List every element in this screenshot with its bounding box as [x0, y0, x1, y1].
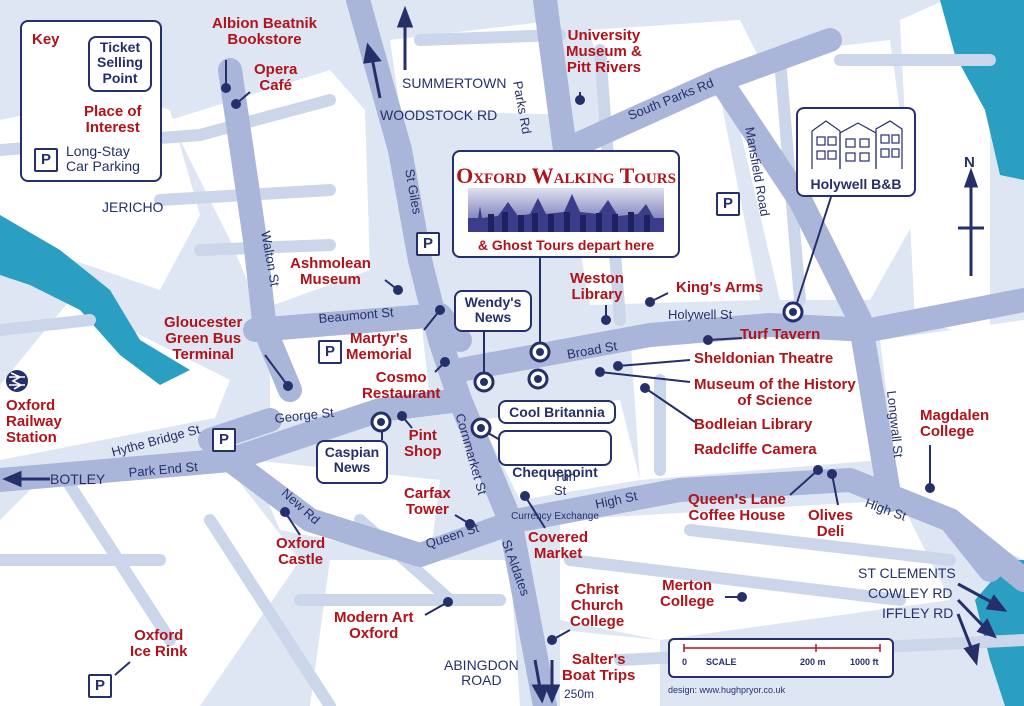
scale-1000ft: 1000 ft	[850, 657, 879, 667]
parking-icon-mansfield: P	[716, 192, 740, 216]
poi-opera-cafe: Opera Café	[254, 61, 298, 94]
parking-icon-ice-rink: P	[88, 674, 112, 698]
scale-200m: 200 m	[800, 657, 826, 667]
label-botley: BOTLEY	[50, 471, 106, 487]
tours-title: Oxford Walking Tours	[456, 163, 676, 188]
poi-oxford-castle: Oxford Castle	[276, 535, 326, 568]
poi-museum-history-science: Museum of the History of Science	[694, 376, 856, 409]
ticket-points	[370, 301, 804, 439]
scale-label: SCALE	[706, 657, 737, 667]
holywell-label: Holywell B&B	[810, 176, 902, 192]
poi-albion-beatnik: Albion Beatnik Bookstore	[212, 15, 318, 48]
poi-university-museum: University Museum & Pitt Rivers	[566, 27, 642, 76]
poi-cosmo-restaurant: Cosmo Restaurant	[362, 369, 441, 402]
scale-zero: 0	[682, 657, 688, 667]
building-sketch-icon	[806, 115, 906, 169]
holywell-bb-box: Holywell B&B	[796, 107, 916, 197]
parking-icon-st-giles: P	[416, 232, 440, 256]
label-turl-st: Turl St	[554, 469, 576, 498]
map-key: Key Ticket Selling Point Place of Intere…	[20, 20, 162, 182]
poi-ashmolean: Ashmolean Museum	[290, 255, 371, 288]
label-st-clements: ST CLEMENTS	[858, 565, 956, 581]
design-credit: design: www.hughpryor.co.uk	[668, 685, 786, 695]
walking-tours-box: Oxford Walking Tours & Ghost Tours depar…	[452, 150, 680, 258]
poi-kings-arms: King's Arms	[676, 279, 764, 296]
key-title: Key	[32, 31, 60, 48]
poi-covered-market: Covered Market	[528, 529, 589, 562]
scale-lines	[683, 644, 881, 652]
tours-subtitle: & Ghost Tours depart here	[477, 237, 655, 253]
label-holywell-st: Holywell St	[668, 307, 733, 322]
label-iffley-rd: IFFLEY RD	[882, 605, 954, 621]
parking-icon-hythe: P	[212, 428, 236, 452]
label-cowley-rd: COWLEY RD	[868, 585, 953, 601]
label-abingdon-road: ABINGDON ROAD	[444, 657, 519, 688]
poi-martyrs-memorial: Martyr's Memorial	[346, 330, 412, 363]
railway-icon	[6, 370, 28, 392]
tour-group-icon	[468, 188, 664, 232]
chequepoint-label: Chequepoint	[512, 463, 598, 480]
poi-railway-station: Oxford Railway Station	[6, 397, 62, 446]
chequepoint-box: Chequepoint Currency Exchange	[498, 430, 612, 522]
north-label: N	[964, 154, 975, 171]
poi-christ-church: Christ Church College	[570, 581, 625, 630]
poi-sheldonian: Sheldonian Theatre	[694, 350, 834, 367]
poi-carfax-tower: Carfax Tower	[404, 485, 451, 518]
label-jericho: JERICHO	[102, 199, 164, 215]
poi-magdalen: Magdalen College	[920, 407, 990, 440]
label-distance-250m: 250m	[564, 687, 595, 701]
poi-modern-art: Modern Art Oxford	[334, 609, 414, 642]
poi-gloucester-green: Gloucester Green Bus Terminal	[164, 314, 243, 363]
scale-bar: 0 SCALE 200 m 1000 ft	[668, 638, 894, 678]
direction-arrows	[2, 5, 1008, 704]
caspian-news-box: Caspian News	[316, 440, 388, 484]
label-woodstock-rd: WOODSTOCK RD	[380, 107, 498, 123]
key-parking-label: Long-Stay Car Parking	[66, 143, 140, 174]
poi-weston-library: Weston Library	[570, 270, 624, 303]
chequepoint-sub: Currency Exchange	[511, 510, 599, 522]
label-summertown: SUMMERTOWN	[402, 75, 507, 91]
poi-olives-deli: Olives Deli	[808, 507, 854, 540]
poi-merton: Merton College	[660, 577, 715, 610]
poi-queens-lane: Queen's Lane Coffee House	[688, 491, 786, 524]
poi-ice-rink: Oxford Ice Rink	[130, 627, 188, 660]
poi-salters-boat-trips: Salter's Boat Trips	[562, 651, 636, 684]
cool-britannia-box: Cool Britannia	[498, 400, 616, 424]
wendys-news-box: Wendy's News	[454, 290, 532, 332]
key-place-label: Place of Interest	[84, 103, 142, 136]
poi-pint-shop: Pint Shop	[404, 427, 442, 460]
parking-icon-gloucester: P	[318, 340, 342, 364]
key-ticket-label: Ticket Selling Point	[88, 36, 152, 92]
poi-bodleian: Bodleian Library	[694, 416, 813, 433]
poi-turf-tavern: Turf Tavern	[740, 326, 821, 343]
leader-lines	[114, 60, 935, 676]
key-parking-icon: P	[34, 148, 58, 172]
poi-radcliffe-camera: Radcliffe Camera	[694, 441, 817, 458]
